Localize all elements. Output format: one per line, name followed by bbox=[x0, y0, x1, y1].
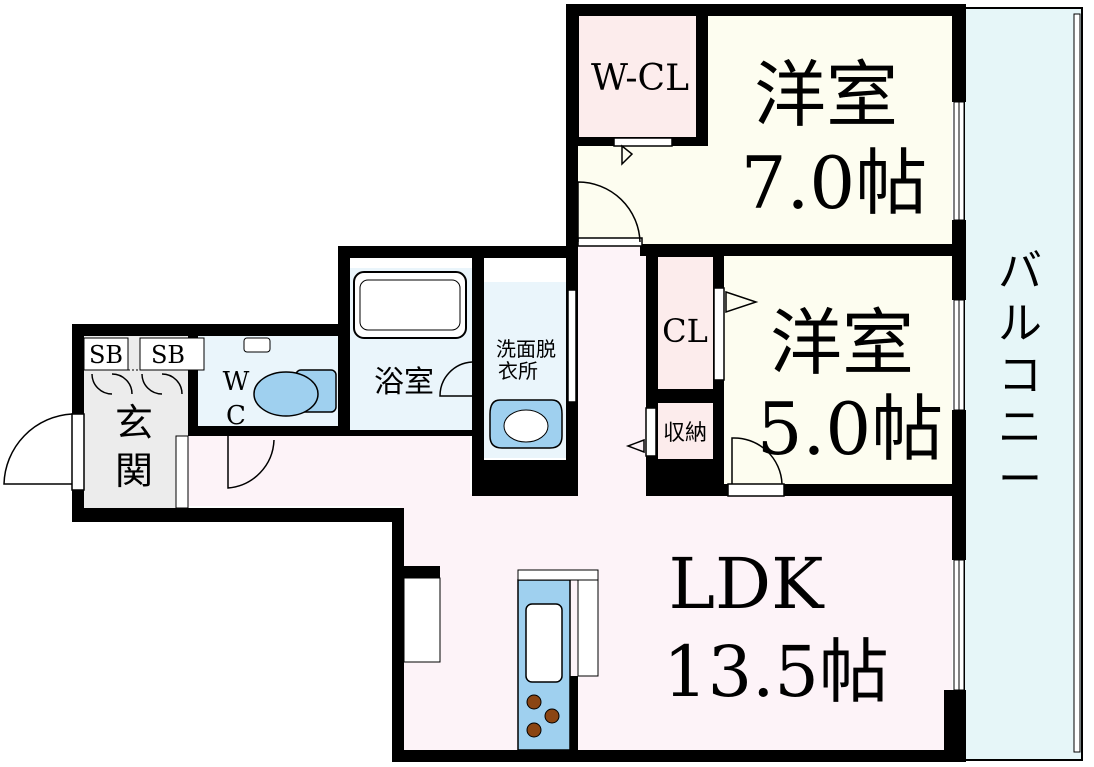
refrigerator-space bbox=[403, 577, 441, 663]
shoe-box-2-label: SB bbox=[151, 341, 185, 369]
kitchen-side bbox=[577, 579, 599, 677]
shoe-box-1 bbox=[83, 337, 129, 371]
kitchen-counter-top bbox=[517, 569, 599, 581]
balcony-rail bbox=[1073, 13, 1081, 753]
ldk-label: LDK bbox=[669, 543, 826, 625]
windows bbox=[953, 101, 965, 691]
balcony-label: バ ル コ ニ ー bbox=[998, 246, 1042, 505]
shoe-box-2 bbox=[139, 337, 205, 371]
stove-burner-1 bbox=[526, 694, 542, 710]
balcony-char-4: ニ bbox=[998, 402, 1042, 453]
balcony-floor bbox=[963, 7, 1083, 761]
wc-label-c: C bbox=[226, 401, 246, 431]
bathtub-inner bbox=[359, 279, 461, 331]
kitchen-sink bbox=[525, 603, 563, 683]
wc-counter bbox=[243, 337, 271, 353]
stove-burner-3 bbox=[526, 722, 542, 738]
western-room-2-size: 5.0帖 bbox=[757, 387, 944, 471]
toilet-bowl bbox=[253, 371, 319, 417]
balcony-char-1: バ bbox=[998, 246, 1042, 297]
balcony-char-3: コ bbox=[998, 350, 1042, 401]
balcony-char-2: ル bbox=[998, 298, 1042, 349]
shoe-box-1-label: SB bbox=[89, 341, 123, 369]
western-room-2-floor bbox=[720, 254, 952, 486]
washroom-label-2: 衣所 bbox=[498, 359, 538, 383]
ldk-size: 13.5帖 bbox=[663, 631, 889, 713]
wc-label-w: W bbox=[223, 367, 250, 397]
ldk-floor bbox=[176, 244, 952, 752]
western-room-1-label: 洋室 bbox=[754, 53, 898, 137]
western-room-1-size: 7.0帖 bbox=[741, 141, 928, 225]
stove-burner-2 bbox=[544, 708, 560, 724]
storage-label: 収納 bbox=[663, 421, 707, 446]
balcony-char-5: ー bbox=[998, 454, 1042, 505]
wcl-label: W-CL bbox=[591, 58, 689, 99]
washbasin-bowl bbox=[503, 409, 549, 443]
washroom-label-1: 洗面脱 bbox=[496, 337, 556, 361]
doors bbox=[3, 137, 785, 497]
bath-label: 浴室 bbox=[374, 365, 434, 400]
entrance-label-1: 玄 bbox=[115, 401, 153, 445]
entrance-step bbox=[175, 435, 189, 509]
cl-label: CL bbox=[662, 312, 708, 350]
entrance-label-2: 関 bbox=[115, 449, 153, 493]
western-room-2-label: 洋室 bbox=[770, 301, 914, 385]
